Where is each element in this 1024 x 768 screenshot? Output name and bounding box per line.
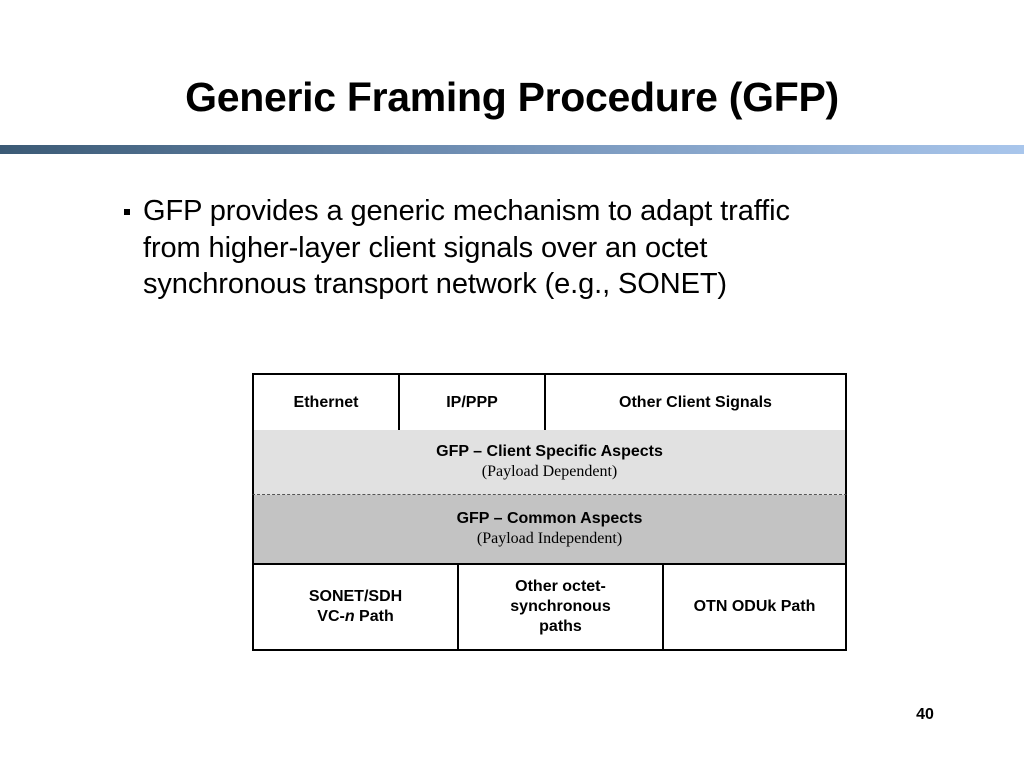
client-specific-label: GFP – Client Specific Aspects bbox=[436, 443, 663, 460]
sonet-n: n bbox=[344, 608, 355, 625]
gfp-client-specific-band: GFP – Client Specific Aspects (Payload D… bbox=[252, 430, 847, 495]
common-sub: (Payload Independent) bbox=[476, 530, 623, 547]
sonet-line1: SONET/SDH bbox=[308, 588, 403, 605]
other-line3: paths bbox=[539, 618, 582, 635]
otn-label: OTN ODUk Path bbox=[693, 598, 816, 615]
client-other-signals: Other Client Signals bbox=[544, 373, 847, 432]
sonet-line2: VC-n Path bbox=[317, 607, 393, 627]
gfp-layer-diagram: Ethernet IP/PPP Other Client Signals GFP… bbox=[252, 373, 847, 651]
gfp-common-band: GFP – Common Aspects (Payload Independen… bbox=[252, 495, 847, 563]
transport-otn-oduk: OTN ODUk Path bbox=[662, 563, 847, 651]
client-other-label: Other Client Signals bbox=[619, 393, 772, 411]
other-line1: Other octet- bbox=[515, 578, 606, 595]
client-ip-ppp: IP/PPP bbox=[398, 373, 546, 432]
transport-sonet-sdh: SONET/SDH VC-n Path bbox=[252, 563, 459, 651]
other-line2: synchronous bbox=[510, 598, 611, 615]
page-number: 40 bbox=[916, 706, 934, 723]
transport-other-octet: Other octet- synchronous paths bbox=[457, 563, 664, 651]
square-bullet-icon bbox=[124, 209, 130, 215]
client-ethernet: Ethernet bbox=[252, 373, 400, 432]
sonet-path: Path bbox=[354, 608, 394, 625]
common-label: GFP – Common Aspects bbox=[456, 510, 643, 527]
bullet-text: GFP provides a generic mechanism to adap… bbox=[143, 195, 790, 300]
slide-title: Generic Framing Procedure (GFP) bbox=[185, 74, 839, 120]
client-specific-sub: (Payload Dependent) bbox=[481, 463, 618, 480]
client-ip-ppp-label: IP/PPP bbox=[446, 393, 498, 411]
client-ethernet-label: Ethernet bbox=[293, 393, 359, 411]
sonet-vc: VC- bbox=[317, 608, 345, 625]
title-divider-bar bbox=[0, 145, 1024, 154]
